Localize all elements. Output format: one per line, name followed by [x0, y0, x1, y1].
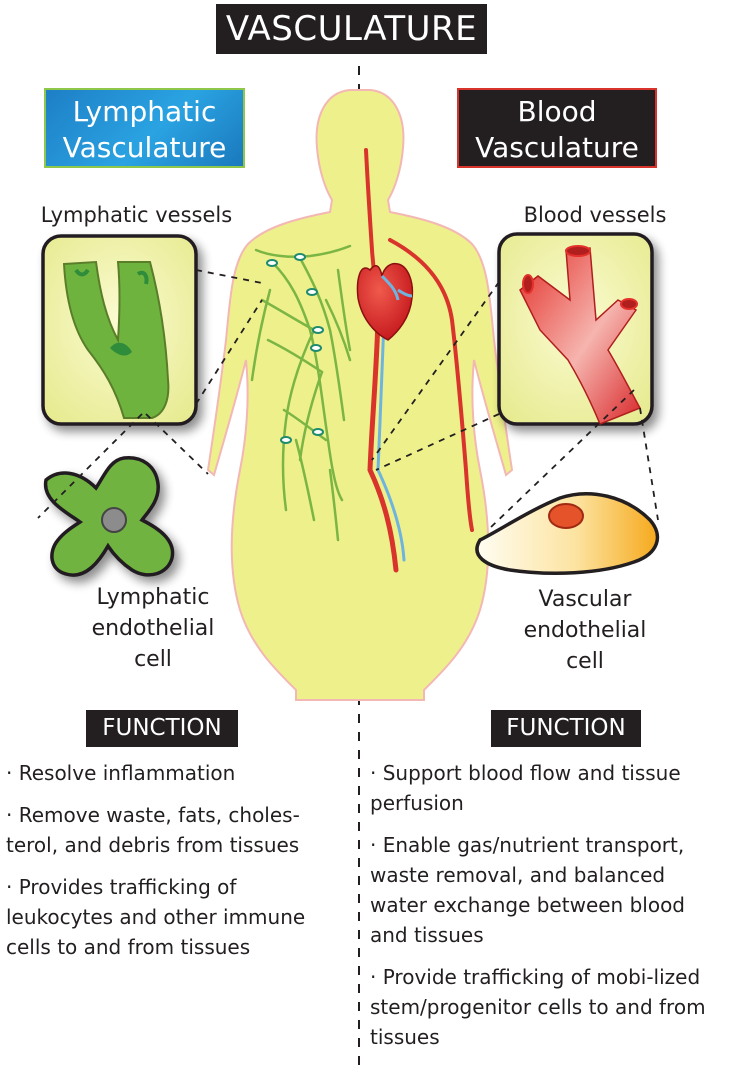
- lymphatic-cell-label-line-2: endothelial: [58, 613, 248, 644]
- blood-function-heading: FUNCTION: [491, 710, 641, 747]
- lymphatic-cell-label: Lymphatic endothelial cell: [58, 582, 248, 675]
- blood-function-item: · Support blood flow and tissue perfusio…: [370, 758, 728, 818]
- blood-vessels-label: Blood vessels: [495, 202, 695, 229]
- lymphatic-title-line-1: Lymphatic: [46, 94, 243, 130]
- vascular-cell-label-line-3: cell: [485, 646, 685, 677]
- lymphatic-function-item: · Remove waste, fats, choles-terol, and …: [6, 800, 344, 860]
- blood-function-item: · Provide trafficking of mobi-lized stem…: [370, 962, 728, 1052]
- blood-function-list: · Support blood flow and tissue perfusio…: [370, 758, 728, 1064]
- lymphatic-cell-label-line-1: Lymphatic: [58, 582, 248, 613]
- blood-vasculature-title: Blood Vasculature: [457, 88, 657, 168]
- lymphatic-vessels-label: Lymphatic vessels: [14, 202, 259, 229]
- lymphatic-function-list: · Resolve inflammation · Remove waste, f…: [6, 758, 344, 974]
- vascular-cell-label: Vascular endothelial cell: [485, 584, 685, 677]
- page-title: VASCULATURE: [216, 4, 487, 54]
- vascular-cell-label-line-2: endothelial: [485, 615, 685, 646]
- blood-function-item: · Enable gas/nutrient transport, waste r…: [370, 830, 728, 950]
- vascular-endothelial-cell: [477, 494, 657, 573]
- blood-title-line-1: Blood: [459, 94, 655, 130]
- lymphatic-function-item: · Resolve inflammation: [6, 758, 344, 788]
- lymphatic-function-item: · Provides trafficking of leukocytes and…: [6, 872, 344, 962]
- lymphatic-vasculature-title: Lymphatic Vasculature: [44, 88, 245, 168]
- blood-title-line-2: Vasculature: [459, 130, 655, 166]
- body-silhouette: [208, 90, 512, 700]
- lymphatic-cell-label-line-3: cell: [58, 644, 248, 675]
- vascular-cell-label-line-1: Vascular: [485, 584, 685, 615]
- lymphatic-title-line-2: Vasculature: [46, 130, 243, 166]
- lymphatic-endothelial-cell: [46, 458, 173, 575]
- lymphatic-function-heading: FUNCTION: [86, 710, 238, 747]
